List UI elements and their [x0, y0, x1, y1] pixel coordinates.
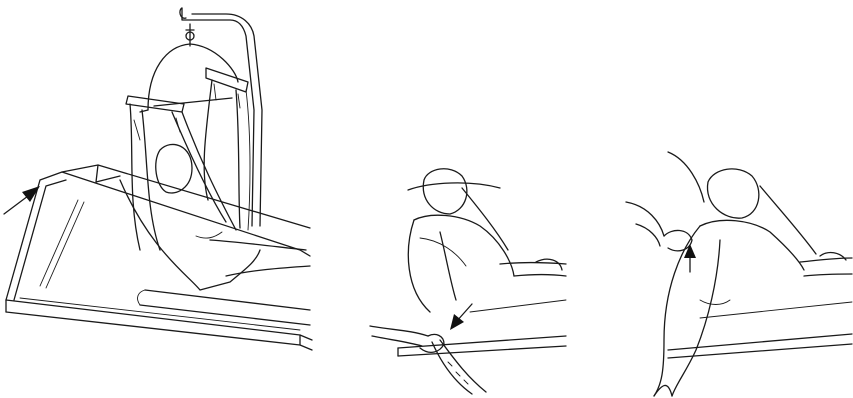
- panel-1-sling-lift-illustration: [4, 8, 312, 350]
- arrow-pull-down: [450, 304, 472, 330]
- pillow: [408, 183, 500, 190]
- mattress: [62, 165, 310, 325]
- bed-frame: [6, 172, 312, 350]
- patient-figure: [120, 144, 310, 290]
- panel-3-sling-removal-back-illustration: [626, 152, 852, 396]
- caregiver-hand-pulling-sling: [370, 326, 486, 394]
- patient-torso: [700, 186, 852, 276]
- patient-head: [707, 169, 758, 218]
- panel-2-sling-removal-legs-illustration: [370, 169, 566, 394]
- patient-head: [423, 169, 467, 214]
- spreader-bar: [126, 44, 248, 112]
- bed-edge: [398, 300, 566, 356]
